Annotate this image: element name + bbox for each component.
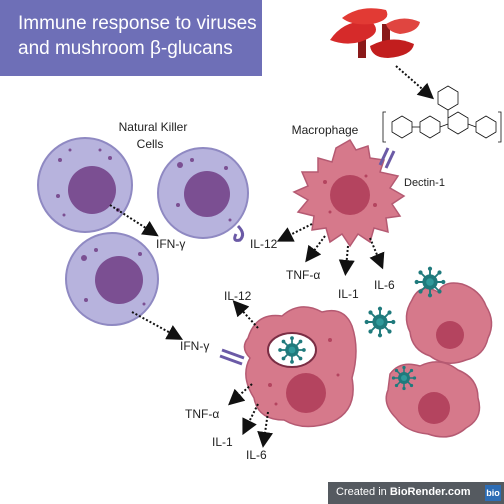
macrophage-top bbox=[292, 138, 406, 248]
infected-cell-bottom bbox=[385, 361, 481, 438]
dectin-1-label: Dectin-1 bbox=[404, 177, 445, 189]
ifn-gamma-label-bottom: IFN-γ bbox=[180, 339, 209, 353]
dectin-1-receptor-icon bbox=[378, 147, 396, 169]
biorender-logo-icon: bio bbox=[485, 485, 501, 501]
macrophage-label: Macrophage bbox=[292, 123, 359, 137]
nk-cells-label-line-1: Natural Killer bbox=[119, 120, 188, 134]
il1-label-bottom: IL-1 bbox=[212, 435, 233, 449]
virus-icon bbox=[277, 335, 307, 365]
arrow-nk-to-ifn bbox=[109, 204, 159, 237]
virus-icon bbox=[413, 265, 447, 299]
arrow-to-il1-bottom bbox=[242, 403, 259, 436]
macrophage-receptor-icon bbox=[219, 348, 245, 366]
ifn-gamma-label-top: IFN-γ bbox=[156, 237, 185, 251]
arrow-to-tnf-bottom bbox=[228, 383, 253, 406]
biorender-credit[interactable]: Created in BioRender.com bio bbox=[328, 482, 504, 504]
infected-cell-top bbox=[405, 282, 493, 364]
arrow-to-il6-bottom bbox=[257, 411, 274, 448]
tnf-alpha-label-bottom: TNF-α bbox=[185, 407, 219, 421]
credit-prefix: Created in bbox=[336, 486, 390, 498]
arrow-to-il12-bottom bbox=[232, 300, 259, 329]
virus-icon bbox=[363, 305, 397, 339]
il12-label-bottom: IL-12 bbox=[224, 289, 252, 303]
arrow-to-il12-top bbox=[276, 223, 313, 242]
nk-cell-3 bbox=[65, 232, 159, 326]
beta-glucan-structure bbox=[382, 85, 502, 143]
il1-label-top: IL-1 bbox=[338, 287, 359, 301]
arrow-to-il1-top bbox=[338, 245, 355, 276]
credit-brand: BioRender.com bbox=[389, 486, 471, 498]
nk-receptor-icon bbox=[233, 224, 245, 242]
title-box: Immune response to viruses and mushroom … bbox=[0, 0, 262, 76]
il6-label-top: IL-6 bbox=[374, 278, 395, 292]
arrow-to-il6-top bbox=[369, 237, 385, 270]
il12-label-top: IL-12 bbox=[250, 237, 278, 251]
macrophage-bottom bbox=[243, 306, 357, 428]
mushroom-icon bbox=[330, 8, 420, 58]
nk-cell-2 bbox=[157, 147, 249, 239]
virus-icon bbox=[391, 365, 417, 391]
nk-cell-1 bbox=[37, 137, 133, 233]
arrow-nk-to-ifn-bottom bbox=[131, 311, 184, 340]
title-line-2: and mushroom β-glucans bbox=[18, 38, 233, 59]
il6-label-bottom: IL-6 bbox=[246, 448, 267, 462]
tnf-alpha-label-top: TNF-α bbox=[286, 268, 320, 282]
arrow-to-tnf-top bbox=[305, 235, 326, 263]
title-line-1: Immune response to viruses bbox=[18, 13, 257, 34]
arrow-mushroom-to-glucan bbox=[395, 65, 435, 100]
nk-cells-label-line-2: Cells bbox=[137, 137, 164, 151]
